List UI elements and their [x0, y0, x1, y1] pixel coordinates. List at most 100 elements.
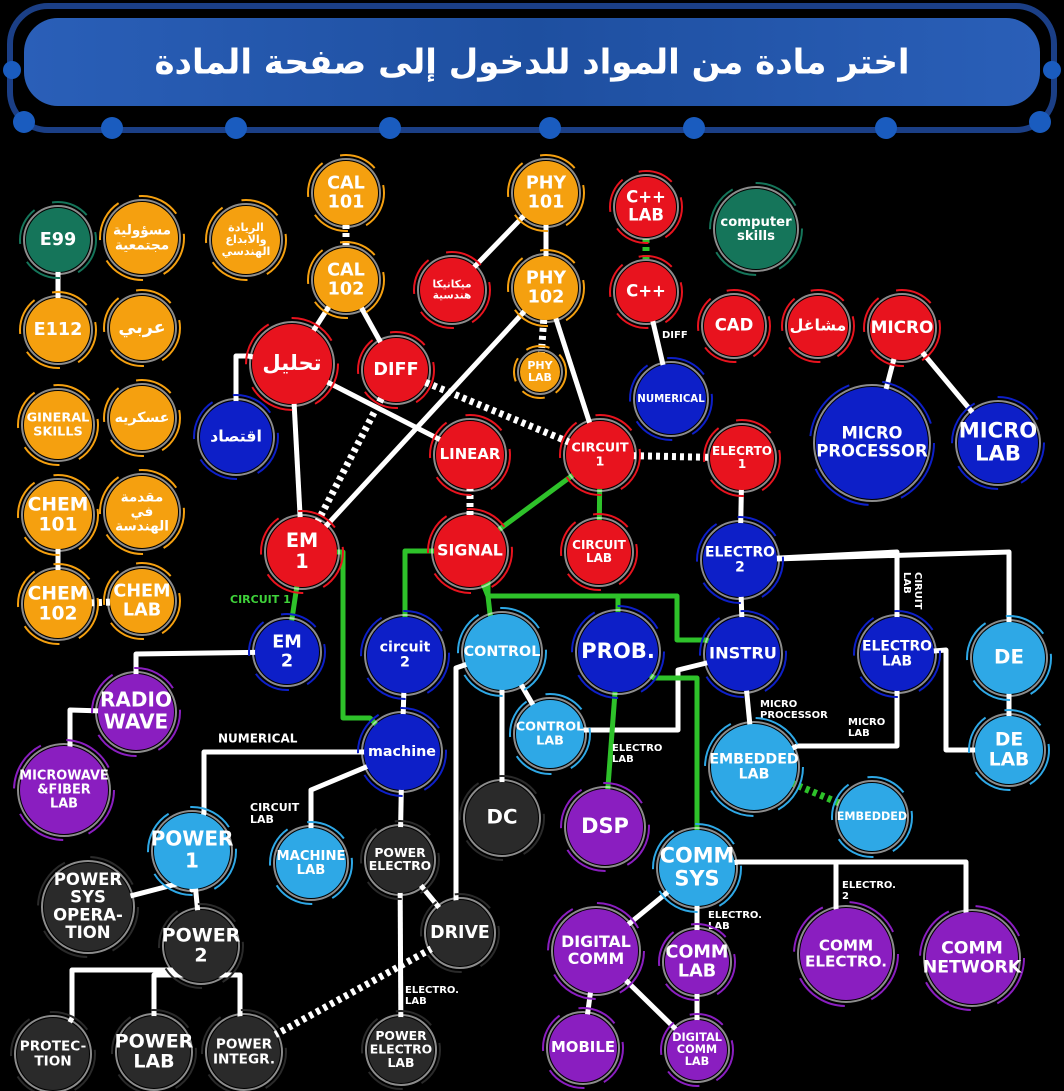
course-node-de[interactable]: DE: [966, 615, 1052, 701]
course-node-control[interactable]: CONTROL: [457, 607, 547, 697]
course-node-embedded[interactable]: EMBEDDED: [831, 776, 913, 858]
course-node-dc[interactable]: DC: [459, 775, 545, 861]
node-label: MOBILE: [551, 1038, 615, 1056]
node-outline: [707, 423, 777, 493]
course-node-em2[interactable]: EM2: [248, 613, 326, 691]
node-label: LAB: [628, 205, 664, 224]
node-outline: [14, 1015, 92, 1091]
course-node-numerical[interactable]: NUMERICAL: [629, 357, 713, 441]
course-node-military[interactable]: عسكريه: [103, 379, 181, 457]
course-node-analysis[interactable]: تحليل: [245, 317, 339, 411]
node-label: EMBEDDED: [837, 810, 907, 823]
course-node-micro[interactable]: MICRO: [863, 289, 941, 367]
course-node-e112[interactable]: E112: [19, 291, 97, 369]
course-node-machine[interactable]: machine: [357, 707, 447, 797]
course-node-econ[interactable]: اقتصاد: [193, 394, 279, 480]
node-disc: [973, 622, 1045, 694]
course-node-linear[interactable]: LINEAR: [429, 414, 511, 496]
course-node-cad[interactable]: CAD: [697, 289, 771, 363]
node-label: CONTROL: [464, 644, 541, 660]
node-ring: [19, 291, 97, 369]
node-disc: [520, 352, 560, 392]
node-outline: [517, 349, 563, 395]
node-outline: [867, 293, 937, 363]
course-node-arabic[interactable]: عربي: [103, 289, 181, 367]
node-label: DIFF: [373, 360, 418, 380]
link-label-text: LAB: [901, 572, 912, 594]
node-disc: [26, 208, 90, 272]
node-ring: [37, 856, 139, 958]
node-label: 102: [528, 288, 565, 308]
node-ring: [361, 1010, 441, 1090]
course-node-instru[interactable]: INSTRU: [699, 610, 787, 698]
course-node-mobile[interactable]: MOBILE: [542, 1007, 624, 1089]
node-label: E112: [34, 320, 83, 340]
node-disc: [106, 476, 178, 548]
node-outline: [813, 384, 931, 502]
course-node-em1[interactable]: EM1: [260, 510, 344, 594]
node-outline: [511, 158, 581, 228]
node-label: 2: [735, 560, 745, 576]
node-disc: [252, 324, 332, 404]
course-node-protection[interactable]: PROTEC-TION: [10, 1011, 96, 1091]
node-ring: [248, 613, 326, 691]
node-label: LAB: [123, 601, 161, 621]
course-node-prob[interactable]: PROB.: [571, 605, 665, 699]
course-node-e99[interactable]: E99: [19, 201, 97, 279]
course-node-workshop[interactable]: مشاغل: [781, 289, 855, 363]
node-ring: [509, 693, 591, 775]
course-node-signal[interactable]: SIGNAL: [427, 508, 513, 594]
course-node-diff[interactable]: DIFF: [357, 331, 435, 409]
node-ring: [951, 396, 1045, 490]
link-label-circuit1: CIRCUIT 1: [230, 593, 291, 606]
course-node-cpplab[interactable]: C++LAB: [609, 170, 683, 244]
course-node-cpp[interactable]: C++: [609, 255, 683, 329]
node-ring: [793, 901, 899, 1007]
course-node-dsp[interactable]: DSP: [560, 782, 650, 872]
course-node-drive[interactable]: DRIVE: [420, 893, 500, 973]
node-ring: [831, 776, 913, 858]
